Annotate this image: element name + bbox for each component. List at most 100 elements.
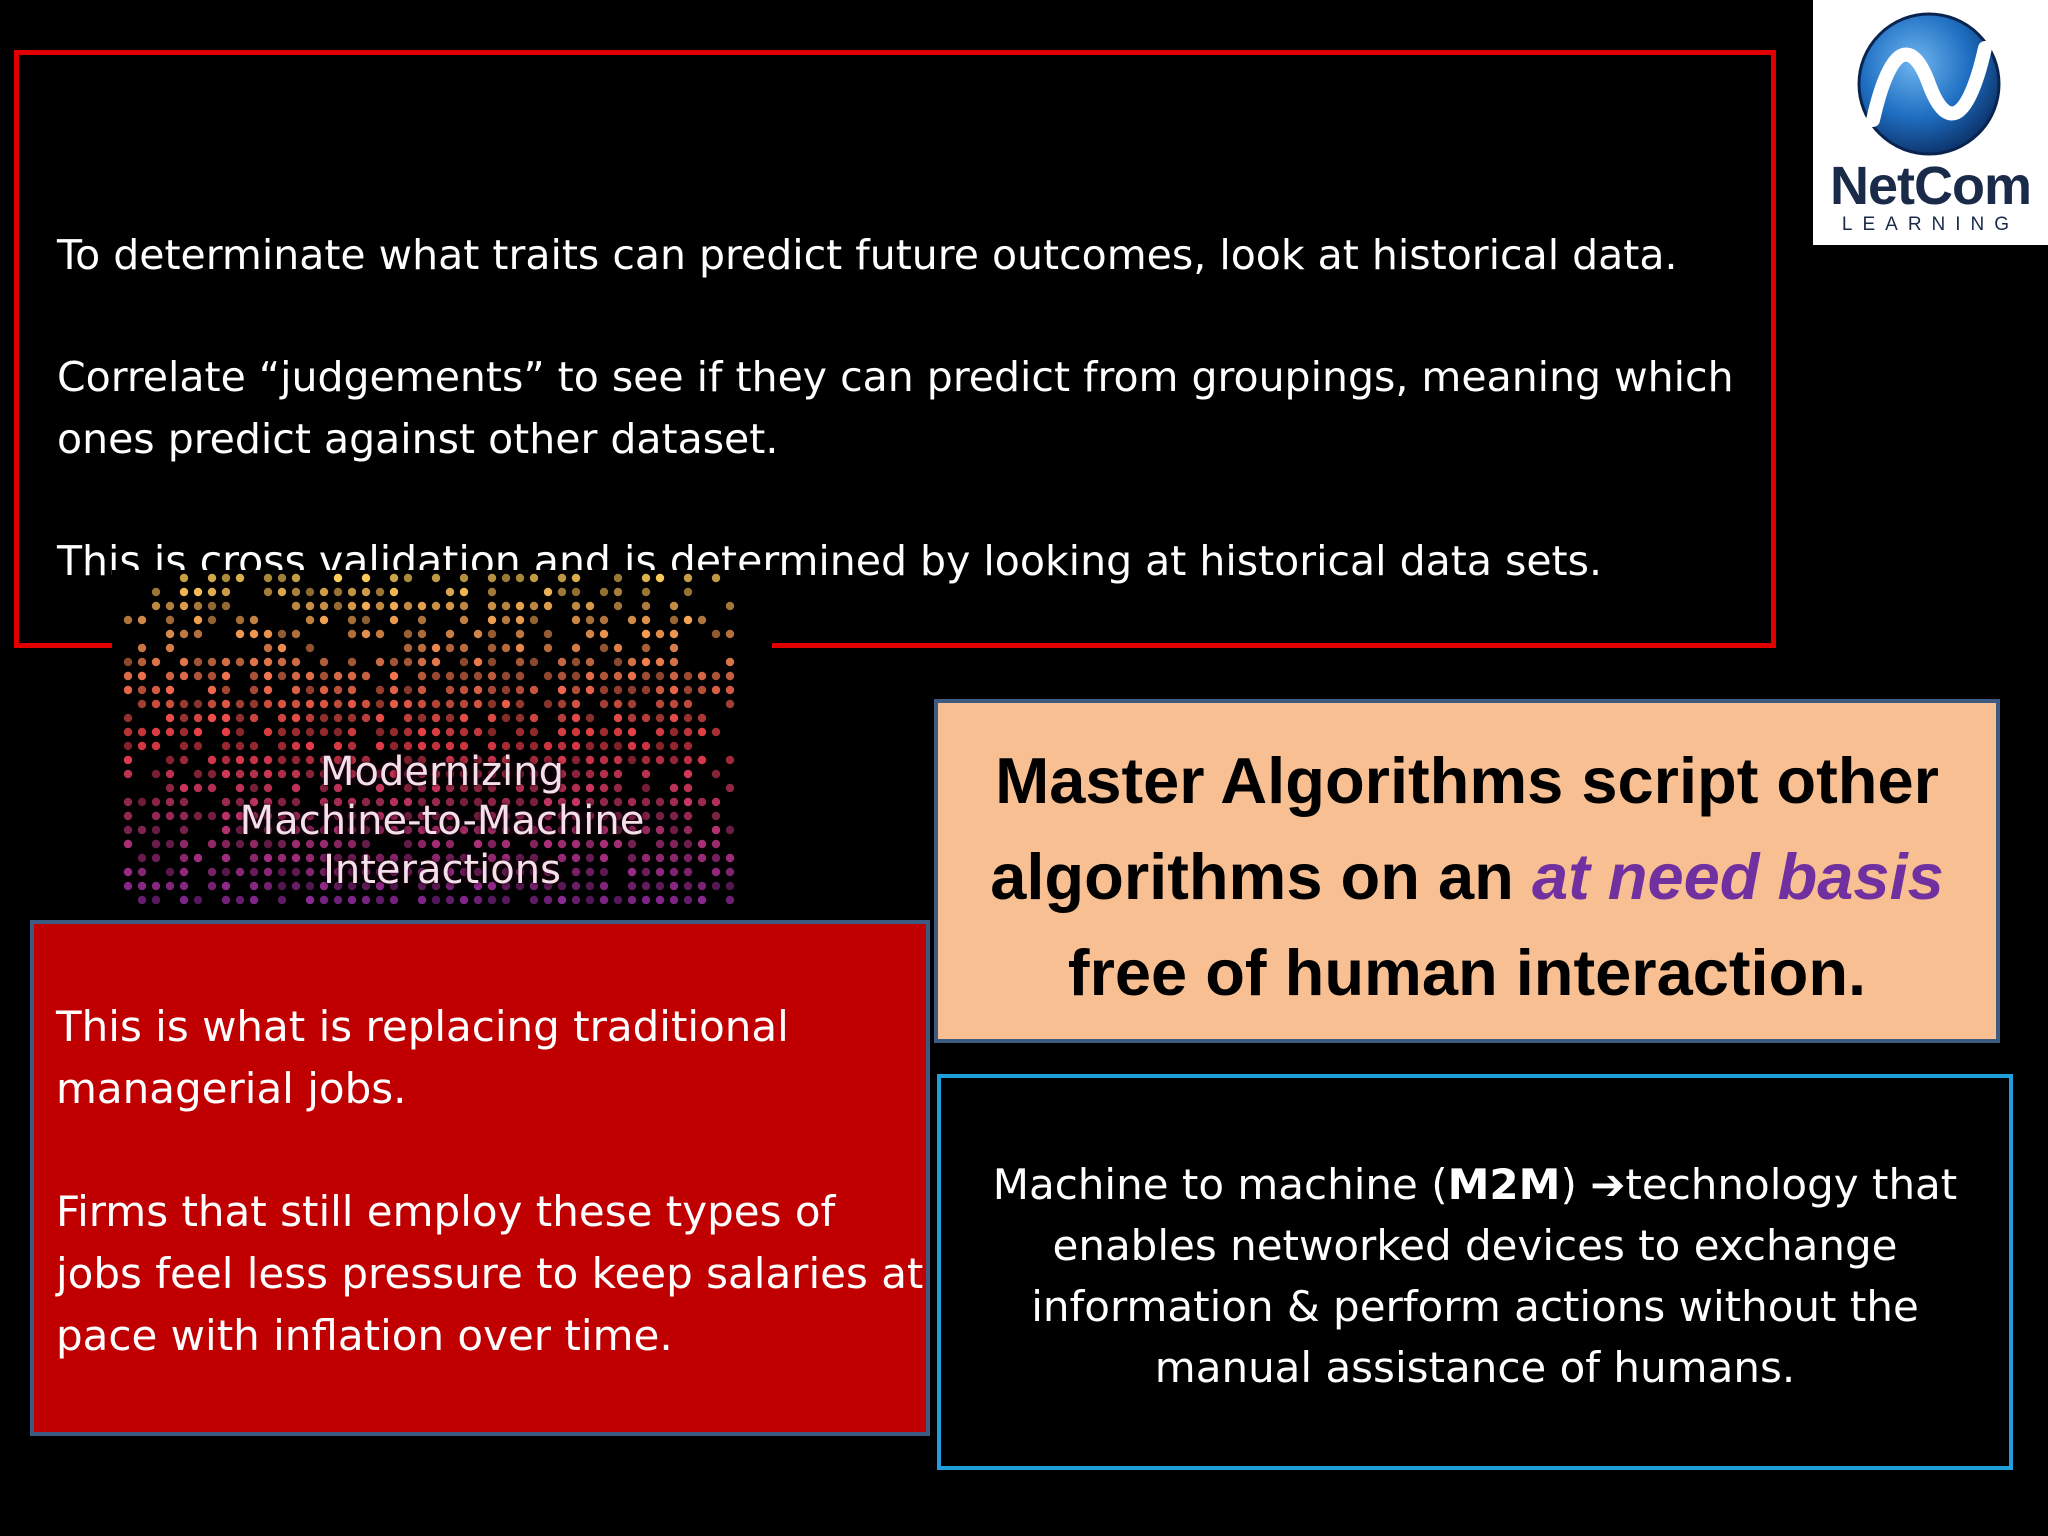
dot [179,755,189,765]
dot [207,657,217,667]
dot [249,811,259,821]
dot [319,685,329,695]
dot [305,755,315,765]
dot [179,839,189,849]
dot [501,699,511,709]
dot [445,881,455,891]
dot [627,867,637,877]
dot [543,811,553,821]
dot [641,713,651,723]
dot [431,769,441,779]
dot [333,699,343,709]
dot [543,797,553,807]
dot [277,727,287,737]
dot [137,657,147,667]
dot [697,755,707,765]
dot [235,699,245,709]
dot [375,713,385,723]
dot [599,811,609,821]
dot [235,769,245,779]
dot [711,881,721,891]
dot [319,615,329,625]
dot [613,713,623,723]
dot [655,839,665,849]
dot [529,615,539,625]
dot [543,867,553,877]
dot [515,867,525,877]
dot [571,699,581,709]
dot [529,755,539,765]
dot [305,839,315,849]
dot [445,797,455,807]
dot [347,699,357,709]
dot [655,811,665,821]
dot [193,811,203,821]
dot [683,741,693,751]
m2m-line-3: information & perform actions without th… [1031,1282,1919,1331]
dot [221,713,231,723]
dot [613,671,623,681]
dot [487,699,497,709]
dot [683,573,693,583]
dot [557,853,567,863]
dot [179,713,189,723]
dot [249,741,259,751]
dot [487,685,497,695]
dot [501,867,511,877]
dot [221,699,231,709]
dot [291,727,301,737]
dot [571,867,581,877]
dot [431,881,441,891]
dot [151,853,161,863]
dot [179,797,189,807]
dot [207,867,217,877]
dot [627,881,637,891]
dot [543,881,553,891]
dot [711,727,721,737]
dot [403,685,413,695]
dot [487,881,497,891]
dot [683,685,693,695]
dot [431,713,441,723]
dot [725,629,735,639]
dot [375,825,385,835]
dot [389,811,399,821]
dot [613,601,623,611]
image-caption-line-1: Modernizing [319,749,565,795]
dot [277,573,287,583]
dot [123,713,133,723]
dot [459,895,469,905]
dot [515,685,525,695]
dot [459,769,469,779]
dot [221,839,231,849]
dot [193,895,203,905]
dot [515,783,525,793]
dot [515,601,525,611]
dot [319,601,329,611]
dot [165,797,175,807]
m2m-mid: ) [1560,1160,1591,1209]
dot [249,797,259,807]
dot [123,615,133,625]
dot [501,811,511,821]
dot [599,881,609,891]
dot [557,797,567,807]
dot [557,769,567,779]
dot [249,685,259,695]
dot [305,587,315,597]
dot [221,867,231,877]
dot [669,685,679,695]
dot [319,755,329,765]
dot [599,643,609,653]
dot [347,741,357,751]
dot [613,783,623,793]
dot [403,825,413,835]
dot [165,769,175,779]
dot [207,699,217,709]
dot [221,853,231,863]
dot [361,699,371,709]
at-need-basis-emphasis: at need basis [1531,840,1944,913]
dot [193,601,203,611]
dot [403,797,413,807]
dot [529,895,539,905]
